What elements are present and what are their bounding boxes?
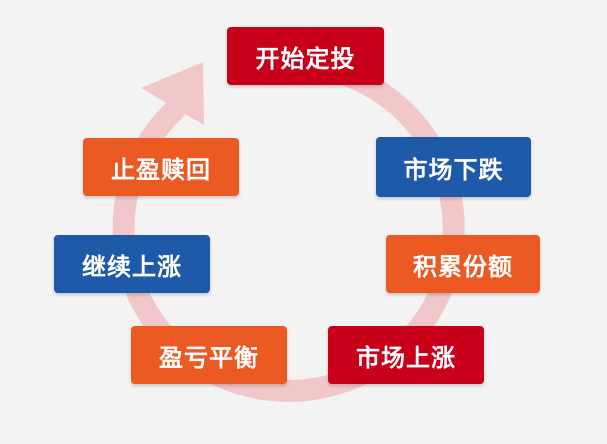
step-breakeven: 盈亏平衡 [131,326,287,384]
step-accumulate: 积累份额 [386,235,540,293]
step-market-down: 市场下跌 [376,137,531,197]
step-keep-rising: 继续上涨 [54,235,210,293]
step-take-profit: 止盈赎回 [83,138,239,196]
cycle-arrowhead [141,62,204,125]
step-market-up: 市场上涨 [328,326,484,384]
step-start: 开始定投 [227,27,384,85]
